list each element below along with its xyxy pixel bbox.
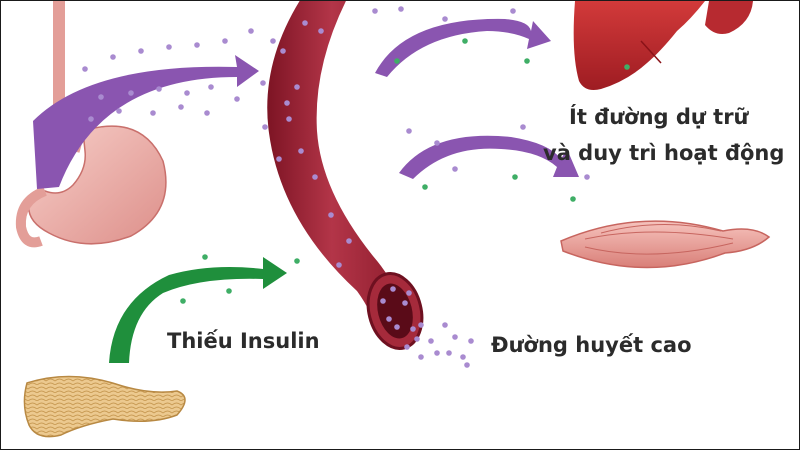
glucose-dot — [468, 338, 474, 344]
glucose-dot — [194, 42, 200, 48]
glucose-dot — [584, 174, 590, 180]
liver-icon — [573, 1, 753, 90]
glucose-dot — [520, 124, 526, 130]
glucose-dot — [390, 286, 396, 292]
glucose-dot — [452, 166, 458, 172]
glucose-dot — [394, 324, 400, 330]
glucose-dot — [402, 300, 408, 306]
glucose-dot — [150, 110, 156, 116]
glucose-dot — [328, 212, 334, 218]
glucose-dot — [398, 6, 404, 12]
glucose-dot — [404, 344, 410, 350]
glucose-dot — [418, 354, 424, 360]
glucose-dot — [262, 124, 268, 130]
glucose-dot — [98, 94, 104, 100]
purple-arrow-to-muscle — [399, 135, 579, 179]
green-arrow-to-vessel — [109, 257, 287, 363]
blood-sugar-label: Đường huyết cao — [491, 333, 692, 357]
glucose-dot — [386, 316, 392, 322]
glucose-dot — [294, 84, 300, 90]
insulin-dot — [294, 258, 300, 264]
glucose-dot — [372, 8, 378, 14]
glucose-dot — [138, 48, 144, 54]
insulin-dot — [462, 38, 468, 44]
glucose-dot — [464, 362, 470, 368]
glucose-dot — [346, 238, 352, 244]
glucose-dot — [510, 8, 516, 14]
glucose-dot — [442, 16, 448, 22]
glucose-dot — [406, 128, 412, 134]
glucose-dot — [434, 350, 440, 356]
glucose-dot — [208, 84, 214, 90]
glucose-dot — [434, 140, 440, 146]
glucose-dot — [82, 66, 88, 72]
glucose-dot — [222, 38, 228, 44]
insulin-dot — [180, 298, 186, 304]
muscle-icon — [560, 220, 771, 269]
purple-arrow-to-liver — [375, 18, 551, 77]
glucose-dot — [318, 28, 324, 34]
glucose-dot — [116, 108, 122, 114]
glucose-dot — [418, 322, 424, 328]
glucose-dot — [166, 44, 172, 50]
glucose-dot — [234, 96, 240, 102]
glucose-dot — [452, 334, 458, 340]
insulin-dot — [570, 196, 576, 202]
glucose-dot — [312, 174, 318, 180]
liver-label-line-1: Ít đường dự trữ — [569, 105, 749, 129]
glucose-dot — [286, 116, 292, 122]
insulin-label: Thiếu Insulin — [167, 329, 320, 353]
glucose-dot — [260, 80, 266, 86]
pancreas-icon — [23, 375, 186, 438]
glucose-dot — [428, 338, 434, 344]
insulin-dot — [422, 184, 428, 190]
glucose-dot — [110, 54, 116, 60]
glucose-dot — [442, 322, 448, 328]
insulin-dot — [512, 174, 518, 180]
glucose-dot — [406, 290, 412, 296]
purple-arrow-to-vessel — [33, 55, 259, 189]
glucose-dot — [380, 298, 386, 304]
insulin-dot — [226, 288, 232, 294]
glucose-dot — [280, 48, 286, 54]
glucose-dot — [410, 326, 416, 332]
glucose-dot — [302, 20, 308, 26]
glucose-dot — [446, 350, 452, 356]
glucose-dot — [204, 110, 210, 116]
glucose-dot — [270, 38, 276, 44]
insulin-dots — [180, 38, 630, 304]
glucose-dot — [248, 28, 254, 34]
glucose-dot — [88, 116, 94, 122]
glucose-dot — [460, 354, 466, 360]
glucose-dot — [128, 90, 134, 96]
glucose-dot — [414, 336, 420, 342]
glucose-dot — [284, 100, 290, 106]
insulin-dot — [202, 254, 208, 260]
glucose-dot — [298, 148, 304, 154]
insulin-dot — [624, 64, 630, 70]
glucose-dot — [276, 156, 282, 162]
glucose-dots — [82, 6, 590, 368]
insulin-dot — [394, 58, 400, 64]
liver-label-line-2: và duy trì hoạt động — [543, 141, 785, 165]
glucose-dot — [156, 86, 162, 92]
glucose-dot — [178, 104, 184, 110]
glucose-dot — [336, 262, 342, 268]
insulin-dot — [524, 58, 530, 64]
glucose-dot — [184, 90, 190, 96]
